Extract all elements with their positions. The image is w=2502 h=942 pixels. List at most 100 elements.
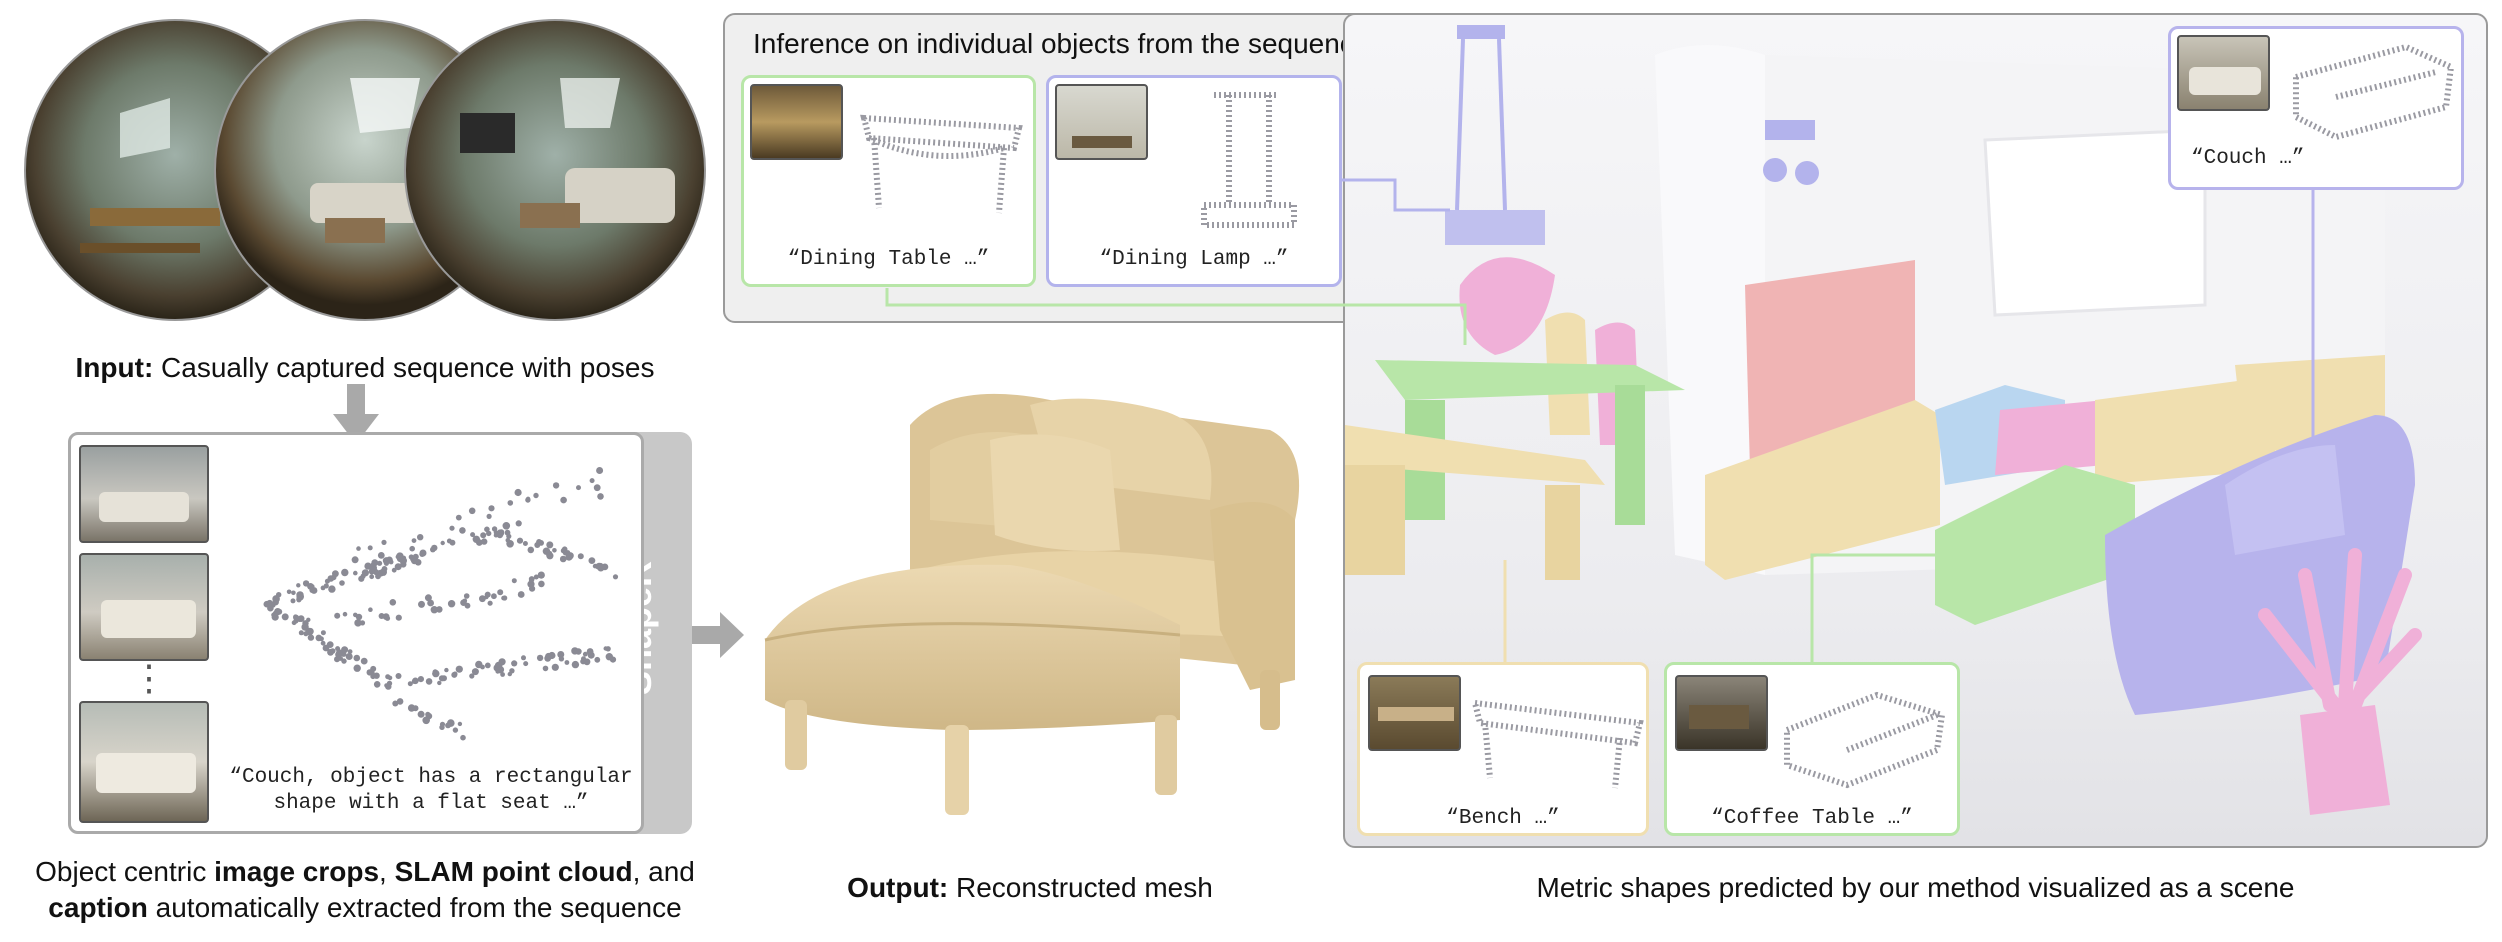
point-cloud-point [502, 522, 511, 530]
point-cloud-point [391, 567, 397, 573]
point-cloud-point [446, 538, 452, 544]
point-cloud-point [417, 710, 425, 718]
card-label: “Dining Table …” [787, 248, 990, 271]
point-cloud-point [460, 734, 466, 741]
card-label: “Couch …” [2191, 147, 2305, 170]
crops-caption-bold: caption [48, 892, 148, 923]
point-cloud-point [409, 545, 415, 552]
point-cloud-point [546, 541, 554, 549]
inference-title: Inference on individual objects from the… [753, 28, 1370, 59]
crops-caption-bold: SLAM point cloud [394, 856, 633, 887]
card-point-cloud [2293, 43, 2455, 141]
point-cloud-point [487, 600, 493, 606]
crops-caption-part: automatically extracted from the sequenc… [147, 892, 682, 923]
point-cloud-point [452, 671, 458, 677]
point-cloud-point [437, 680, 442, 686]
point-cloud-point [347, 649, 353, 654]
fisheye-image-3 [404, 19, 706, 321]
point-cloud-point [298, 630, 304, 636]
point-cloud-point [470, 532, 476, 538]
object-card-bench: “Bench …” [1357, 662, 1649, 836]
point-cloud-point [353, 664, 361, 672]
point-cloud-point [561, 546, 568, 552]
point-cloud-point [418, 600, 425, 608]
fisheye-images-svg [24, 19, 706, 321]
point-cloud-point [290, 598, 296, 604]
point-cloud-point [447, 719, 455, 727]
scene-caption: Metric shapes predicted by our method vi… [1536, 872, 2295, 903]
card-label: “Coffee Table …” [1711, 807, 1913, 830]
point-cloud-point [597, 493, 604, 500]
point-cloud-point [577, 553, 584, 560]
point-cloud-point [293, 614, 298, 620]
vertical-ellipsis: ⋮ [131, 657, 167, 698]
point-cloud-point [351, 556, 359, 564]
point-cloud-point [296, 616, 303, 622]
point-cloud-point [419, 551, 426, 557]
point-cloud-point [588, 557, 596, 564]
point-cloud-point [447, 600, 456, 608]
point-cloud-point [322, 644, 330, 652]
point-cloud-point [425, 712, 433, 720]
point-cloud-point [432, 669, 440, 678]
point-cloud-point [507, 500, 514, 506]
point-cloud-point [587, 652, 593, 657]
point-cloud-point [511, 578, 517, 584]
crop-image-3 [79, 701, 209, 823]
extraction-panel: ⋮ “Couch, object has a rectangular shape… [68, 432, 644, 834]
object-card-couch: “Couch …” [2168, 26, 2464, 190]
point-cloud-point [356, 546, 361, 551]
point-cloud-point [488, 505, 495, 512]
point-cloud-point [439, 721, 446, 727]
point-cloud-point [582, 651, 588, 657]
point-cloud-point [528, 577, 535, 583]
card-point-cloud [860, 114, 1023, 214]
point-cloud-point [523, 661, 529, 667]
point-cloud-point [484, 594, 489, 600]
point-cloud-point [609, 656, 617, 663]
point-cloud-point [329, 648, 336, 654]
point-cloud-point [342, 611, 348, 617]
point-cloud-point [594, 656, 601, 663]
point-cloud-point [514, 488, 522, 497]
card-thumb [1675, 675, 1768, 751]
point-cloud-point [274, 608, 282, 616]
point-cloud-point [497, 589, 504, 596]
point-cloud-point [538, 580, 545, 588]
reconstructed-mesh [764, 393, 1300, 815]
point-cloud-point [468, 507, 476, 515]
point-cloud-point [296, 591, 304, 599]
point-cloud-point [455, 665, 463, 673]
point-cloud-point [267, 604, 274, 612]
point-cloud-point [596, 467, 604, 474]
point-cloud-point [475, 660, 483, 669]
point-cloud-point [377, 552, 385, 559]
point-cloud-point [484, 526, 490, 533]
point-cloud-point [395, 614, 402, 621]
point-cloud-point [559, 555, 567, 563]
couch-caption-text: “Couch, object has a rectangular shape w… [221, 765, 641, 817]
point-cloud-point [529, 585, 536, 592]
point-cloud-point [455, 514, 462, 521]
output-caption: Output: Reconstructed mesh [780, 870, 1280, 906]
point-cloud-point [536, 654, 544, 662]
point-cloud-point [377, 569, 385, 577]
point-cloud-point [593, 484, 601, 492]
point-cloud-point [388, 559, 394, 565]
point-cloud-point [552, 548, 557, 553]
crop-image-1 [79, 445, 209, 543]
point-cloud-point [537, 571, 545, 579]
point-cloud-point [328, 585, 336, 593]
point-cloud-point [449, 525, 455, 531]
point-cloud-point [307, 634, 315, 641]
point-cloud-point [373, 672, 380, 679]
point-cloud-point [360, 657, 368, 665]
point-cloud-point [384, 683, 389, 688]
point-cloud-point [525, 496, 531, 501]
point-cloud-point [464, 602, 471, 609]
point-cloud-point [431, 544, 438, 552]
point-cloud-point [479, 595, 486, 603]
point-cloud-point [605, 646, 611, 652]
point-cloud-point [368, 607, 373, 612]
point-cloud-point [336, 649, 343, 656]
